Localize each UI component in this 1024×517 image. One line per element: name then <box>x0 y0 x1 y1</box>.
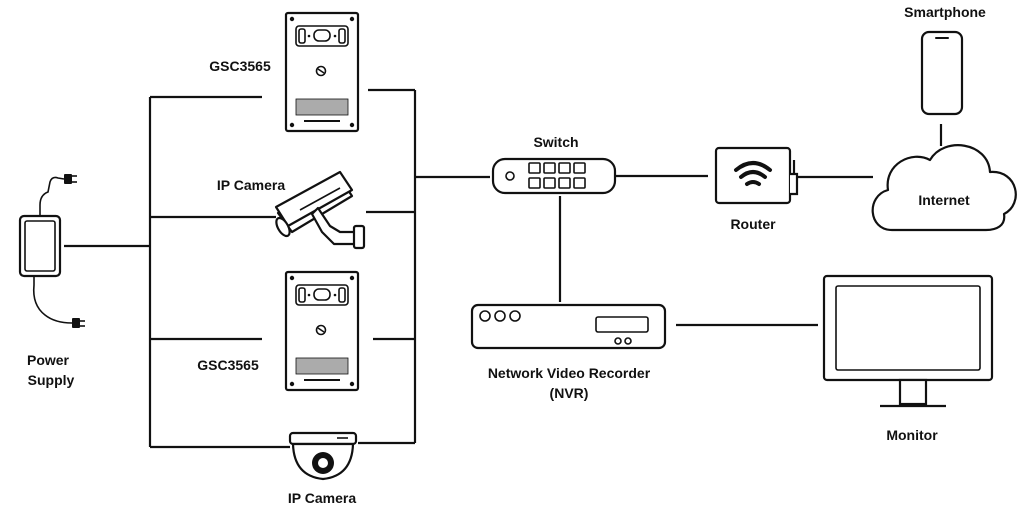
bullet-camera-icon <box>274 170 366 250</box>
network-switch-icon <box>491 157 617 195</box>
wifi-router-icon <box>714 146 799 205</box>
door-intercom-icon <box>284 11 360 133</box>
dome-camera-icon <box>288 431 358 481</box>
cloud-icon <box>871 144 1017 232</box>
intercom-top-label: GSC3565 <box>209 58 271 74</box>
connection-lines <box>64 88 943 449</box>
power-adapter-icon <box>18 174 85 328</box>
intercom-bottom-label: GSC3565 <box>197 357 259 373</box>
nvr-label-line2: (NVR) <box>550 385 589 401</box>
nvr-icon <box>470 303 667 350</box>
smartphone-label: Smartphone <box>904 4 986 20</box>
door-intercom-icon <box>284 270 360 392</box>
smartphone-icon <box>920 30 964 116</box>
nvr-label-line1: Network Video Recorder <box>488 365 651 381</box>
monitor-label: Monitor <box>886 427 938 443</box>
monitor-icon <box>822 274 994 408</box>
router-label: Router <box>730 216 776 232</box>
ip-camera-bullet-label: IP Camera <box>217 177 285 193</box>
power-supply-label-line1: Power <box>27 352 70 368</box>
switch-label: Switch <box>533 134 578 150</box>
internet-label: Internet <box>918 192 970 208</box>
ip-camera-dome-label: IP Camera <box>288 490 356 506</box>
power-supply-label-line2: Supply <box>28 372 75 388</box>
